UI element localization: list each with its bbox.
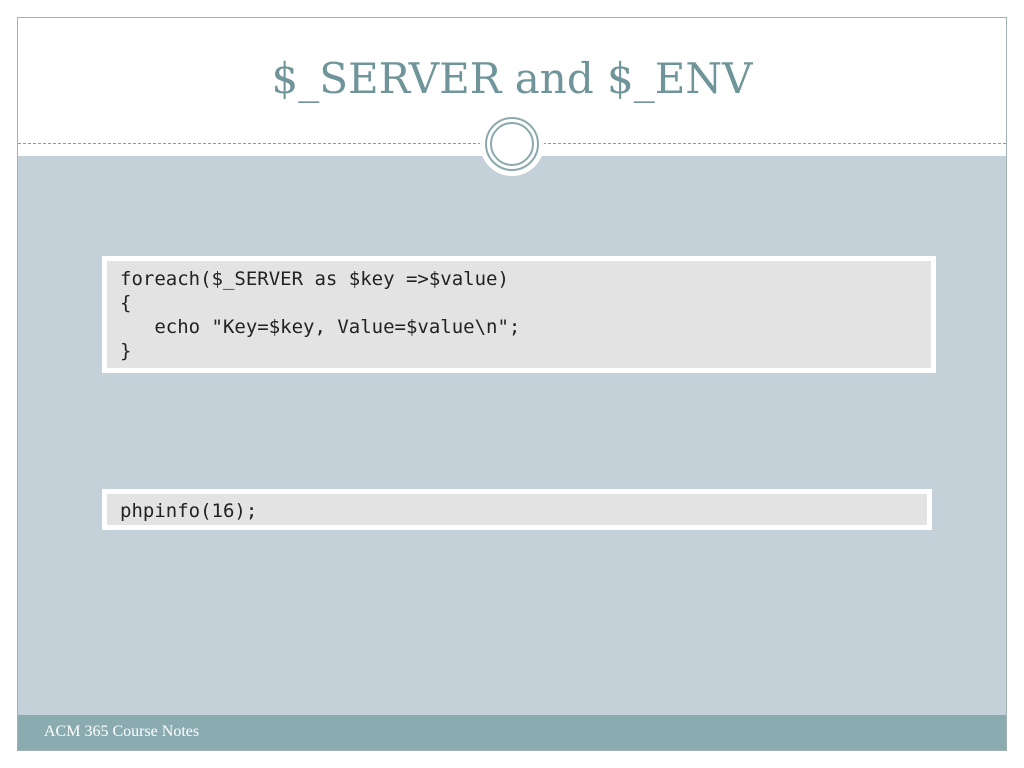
code-line: phpinfo(16); — [120, 500, 258, 522]
code-block-phpinfo: phpinfo(16); — [102, 489, 932, 530]
code-line: { — [120, 292, 132, 314]
code-block-content: phpinfo(16); — [107, 494, 927, 525]
slide-title: $_SERVER and $_ENV — [271, 54, 753, 103]
code-line: foreach($_SERVER as $key =>$value) — [120, 268, 509, 290]
footer-text: ACM 365 Course Notes — [44, 723, 200, 740]
code-block-content: foreach($_SERVER as $key =>$value){ echo… — [107, 261, 931, 368]
code-line: echo "Key=$key, Value=$value\n"; — [120, 316, 521, 338]
footer-bar: ACM 365 Course Notes — [18, 715, 1006, 750]
code-block-foreach: foreach($_SERVER as $key =>$value){ echo… — [102, 256, 936, 373]
slide: $_SERVER and $_ENV foreach($_SERVER as $… — [17, 17, 1007, 751]
circle-ornament-inner-ring — [490, 122, 534, 166]
code-line: } — [120, 340, 132, 362]
